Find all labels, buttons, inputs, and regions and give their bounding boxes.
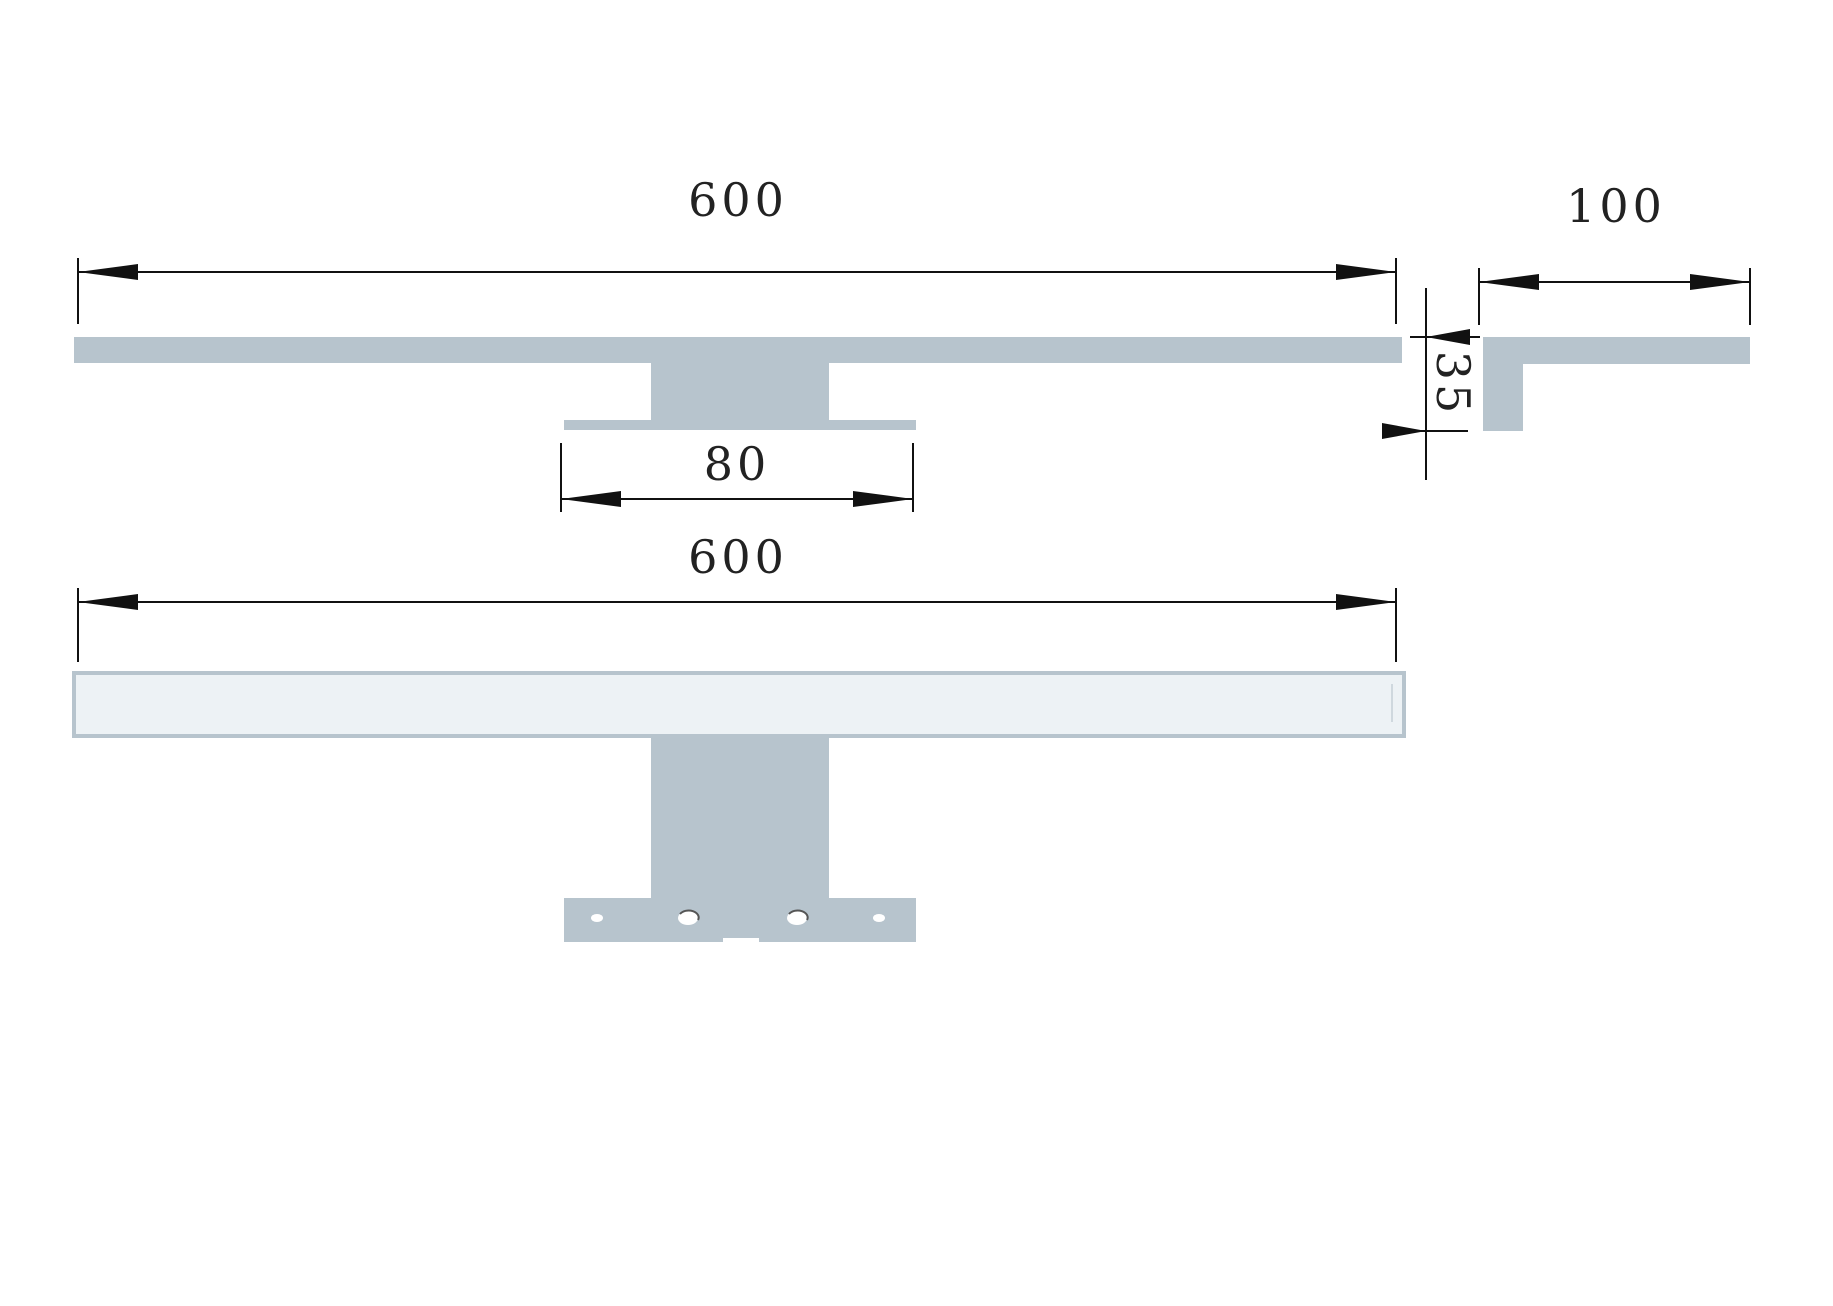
front-mounting-plate [564, 898, 916, 942]
dimension-bracket-width: 80 [560, 437, 914, 512]
top-view [74, 337, 1402, 430]
front-bracket-stem [651, 738, 829, 900]
dimension-front-length: 600 [77, 530, 1397, 662]
screw-hole-icon [678, 909, 700, 925]
dimension-height: 35 [1382, 288, 1480, 480]
dimension-label-depth: 100 [1566, 179, 1666, 233]
side-stem [1483, 364, 1523, 431]
dimension-label-height: 35 [1426, 351, 1480, 418]
dimension-depth: 100 [1478, 179, 1751, 325]
dimension-label-front-length: 600 [688, 530, 788, 584]
screw-hole-icon [787, 909, 809, 925]
front-bar-lens [72, 671, 1406, 738]
side-bar [1483, 337, 1750, 364]
dimension-label-bracket-width: 80 [704, 437, 771, 491]
top-bracket-stem [651, 363, 829, 421]
plate-notch [723, 938, 759, 944]
dimension-top-length: 600 [77, 173, 1397, 324]
screw-hole-icon [873, 914, 885, 922]
top-bar [74, 337, 1402, 363]
top-bracket-plate [564, 420, 916, 430]
screw-hole-icon [591, 914, 603, 922]
front-view [72, 671, 1406, 944]
dimension-label-top-length: 600 [688, 173, 788, 227]
side-view [1483, 337, 1750, 431]
